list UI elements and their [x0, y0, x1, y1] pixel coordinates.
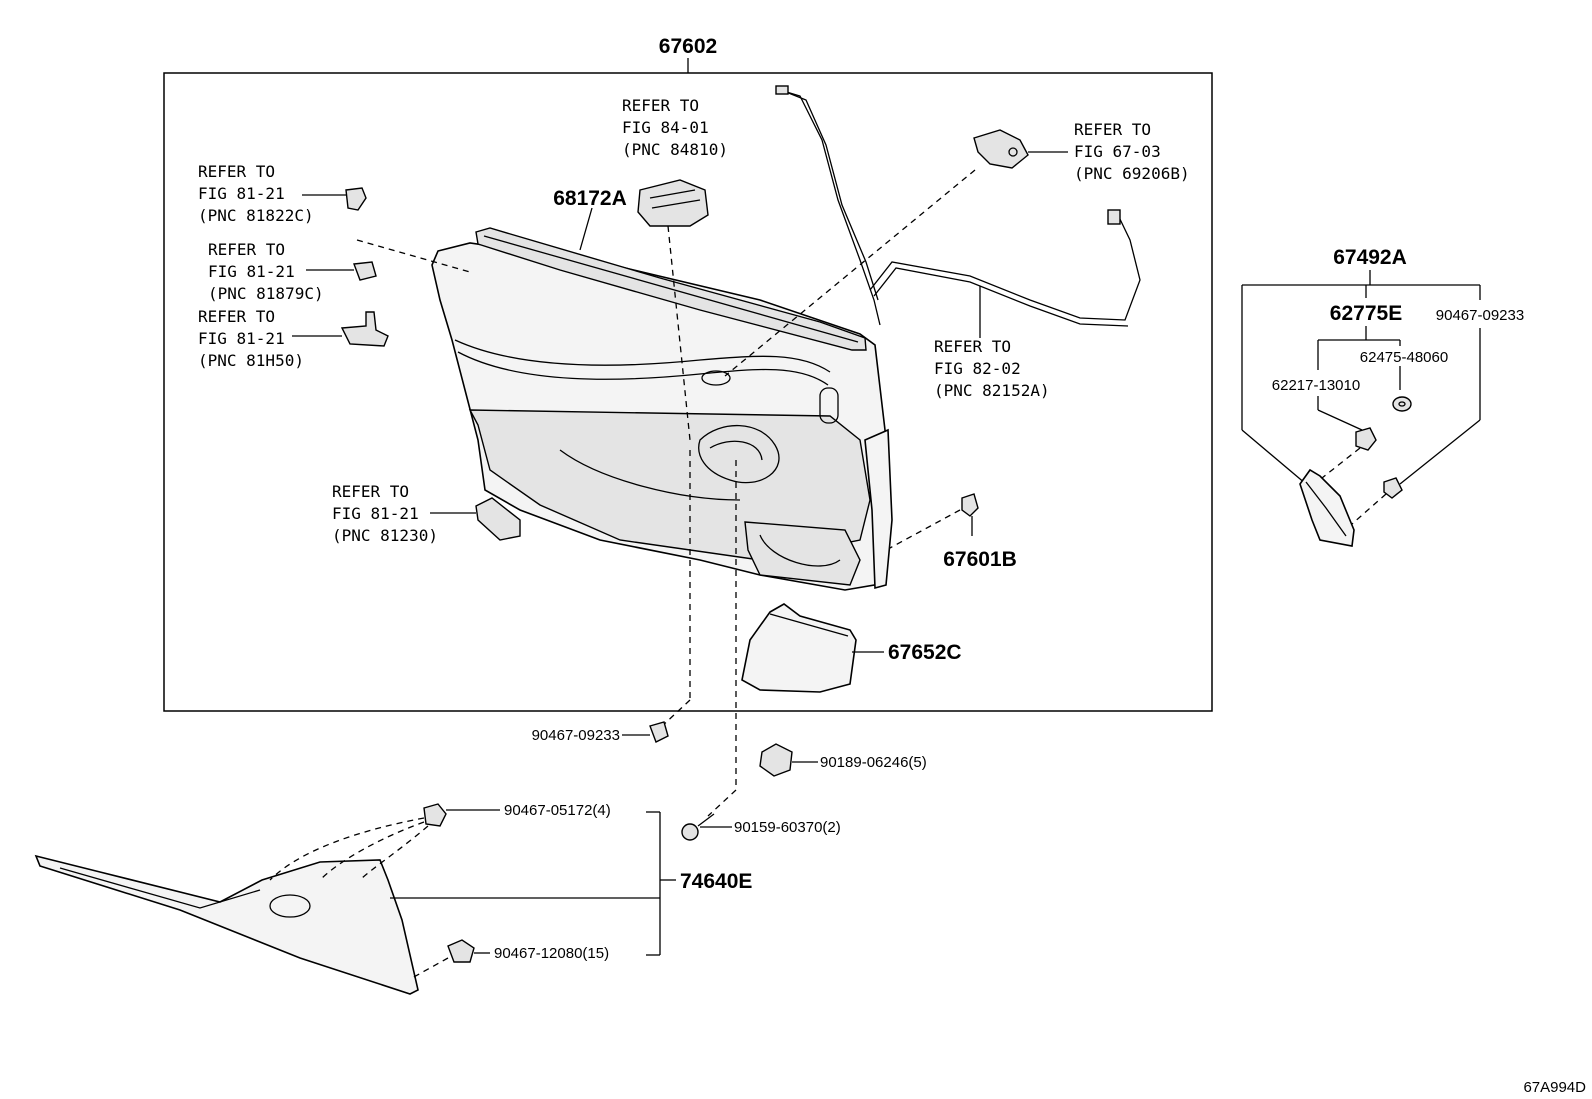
label-refer-84-01-l3: (PNC 84810) [622, 140, 728, 159]
label-refer-81h50-l2: FIG 81-21 [198, 329, 285, 348]
label-part-90467-12080: 90467-12080(15) [494, 945, 609, 962]
armrest-trim-74640e [34, 854, 419, 995]
clip-90467-12080 [447, 939, 475, 963]
label-part-90467-09233-right: 90467-09233 [1436, 307, 1524, 324]
label-refer-81h50-l3: (PNC 81H50) [198, 351, 304, 370]
label-refer-81230-l1: REFER TO [332, 482, 409, 501]
label-67602: 67602 [659, 35, 717, 58]
label-67652c: 67652C [888, 641, 962, 664]
label-part-62475-48060: 62475-48060 [1360, 349, 1448, 366]
door-pocket-67652c [741, 603, 857, 693]
label-part-90189-06246: 90189-06246(5) [820, 754, 927, 771]
label-refer-67-03-l2: FIG 67-03 [1074, 142, 1161, 161]
clip-90189-06246 [759, 743, 793, 777]
washer-62475-48060 [1392, 396, 1412, 412]
label-68172a: 68172A [553, 187, 627, 210]
label-67492a: 67492A [1333, 246, 1407, 269]
bracket-81h50 [340, 311, 389, 347]
clip-67601b [961, 493, 979, 517]
screw-90159-60370 [681, 813, 715, 841]
bracket-81230 [475, 497, 521, 541]
label-62775e: 62775E [1330, 302, 1402, 325]
label-refer-81822c-l1: REFER TO [198, 162, 275, 181]
clip-81822c [345, 187, 367, 211]
label-refer-67-03-l1: REFER TO [1074, 120, 1151, 139]
label-refer-81822c-l2: FIG 81-21 [198, 184, 285, 203]
inside-handle [973, 129, 1029, 169]
label-refer-81822c-l3: (PNC 81822C) [198, 206, 314, 225]
label-refer-81879c-l3: (PNC 81879C) [208, 284, 324, 303]
label-refer-81879c-l1: REFER TO [208, 240, 285, 259]
label-67601b: 67601B [943, 548, 1017, 571]
clip-90467-05172 [423, 803, 447, 827]
screw-90467-09233-lower [649, 721, 669, 743]
label-part-62217-13010: 62217-13010 [1272, 377, 1360, 394]
label-part-90159-60370: 90159-60370(2) [734, 819, 841, 836]
wire-harness [775, 85, 1141, 327]
label-refer-82152a-l1: REFER TO [934, 337, 1011, 356]
label-74640e: 74640E [680, 870, 752, 893]
label-part-90467-09233-lower: 90467-09233 [532, 727, 620, 744]
label-refer-81230-l2: FIG 81-21 [332, 504, 419, 523]
screw-90467-09233-right [1383, 477, 1403, 499]
label-refer-84-01-l1: REFER TO [622, 96, 699, 115]
window-switch [637, 179, 709, 227]
clip-81879c [353, 261, 377, 281]
label-refer-81230-l3: (PNC 81230) [332, 526, 438, 545]
figure-code: 67A994D [1523, 1079, 1586, 1096]
belt-moulding [475, 227, 867, 351]
garnish-67492a [1299, 468, 1355, 547]
label-refer-81879c-l2: FIG 81-21 [208, 262, 295, 281]
label-refer-67-03-l3: (PNC 69206B) [1074, 164, 1190, 183]
label-refer-82152a-l3: (PNC 82152A) [934, 381, 1050, 400]
clip-62217-13010 [1355, 427, 1377, 451]
label-refer-84-01-l2: FIG 84-01 [622, 118, 709, 137]
label-part-90467-05172: 90467-05172(4) [504, 802, 611, 819]
label-refer-82152a-l2: FIG 82-02 [934, 359, 1021, 378]
label-refer-81h50-l1: REFER TO [198, 307, 275, 326]
